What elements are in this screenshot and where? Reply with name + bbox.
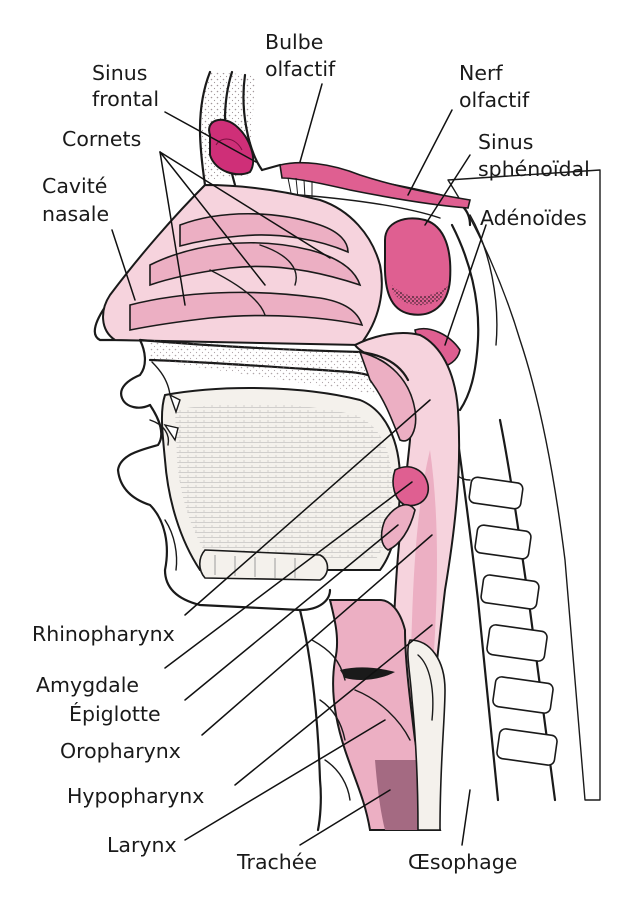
tonsil [392, 466, 430, 507]
leader-cornets-2 [159, 151, 266, 286]
leader-bulbe-olfactif [299, 83, 323, 163]
nasal-cavity [102, 183, 383, 347]
labels: Sinus frontal Bulbe olfactif Nerf olfact… [32, 30, 590, 874]
label-sinus-sphenoidal-line1: Sinus [478, 130, 533, 154]
label-trachee: Trachée [236, 850, 317, 874]
label-oropharynx: Oropharynx [60, 739, 181, 763]
leader-cornets-1 [159, 151, 186, 306]
leader-cavite-nasale [111, 229, 136, 301]
leader-cornets-3 [159, 151, 331, 259]
leader-amygdale [164, 481, 413, 669]
label-larynx: Larynx [107, 833, 177, 857]
label-bulbe-olfactif-line1: Bulbe [265, 30, 323, 54]
leader-larynx [184, 719, 386, 841]
label-hypopharynx: Hypopharynx [67, 784, 204, 808]
label-sinus-frontal-line2: frontal [92, 87, 159, 111]
vertebrae [468, 476, 558, 766]
label-cornets: Cornets [62, 127, 141, 151]
leader-oropharynx [201, 534, 433, 736]
leader-trachee [299, 789, 391, 846]
label-cavite-nasale-line2: nasale [42, 202, 109, 226]
hyoid-bone [198, 549, 329, 581]
leader-oesophage [461, 789, 471, 846]
label-cavite-nasale-line1: Cavité [42, 174, 107, 198]
label-bulbe-olfactif-line2: olfactif [265, 57, 336, 81]
leader-rhinopharynx [184, 399, 431, 616]
leader-sinus-frontal [164, 111, 257, 163]
leader-lines [111, 83, 487, 846]
sphenoid-sinus [383, 217, 452, 316]
cervical-spine [447, 169, 601, 802]
olfactory-bulb [279, 161, 471, 209]
label-rhinopharynx: Rhinopharynx [32, 622, 175, 646]
label-nerf-olfactif-line1: Nerf [459, 61, 503, 85]
leader-epiglotte [184, 524, 399, 701]
label-sinus-frontal-line1: Sinus [92, 61, 147, 85]
mouth-and-chin [116, 338, 332, 612]
leader-sinus-sphenoidal [424, 154, 471, 226]
leader-nerf-olfactif [407, 109, 453, 196]
label-amygdale: Amygdale [36, 673, 139, 697]
label-epiglotte: Épiglotte [69, 701, 161, 726]
leader-hypopharynx [234, 624, 433, 786]
oesophagus [407, 639, 446, 831]
label-oesophage: Œsophage [408, 850, 517, 874]
label-sinus-sphenoidal-line2: sphénoïdal [478, 157, 590, 181]
label-nerf-olfactif-line2: olfactif [459, 88, 530, 112]
frontal-sinus [208, 118, 255, 176]
tongue [160, 387, 402, 571]
label-adenoides: Adénoïdes [480, 206, 587, 230]
leader-adenoides [444, 224, 487, 346]
